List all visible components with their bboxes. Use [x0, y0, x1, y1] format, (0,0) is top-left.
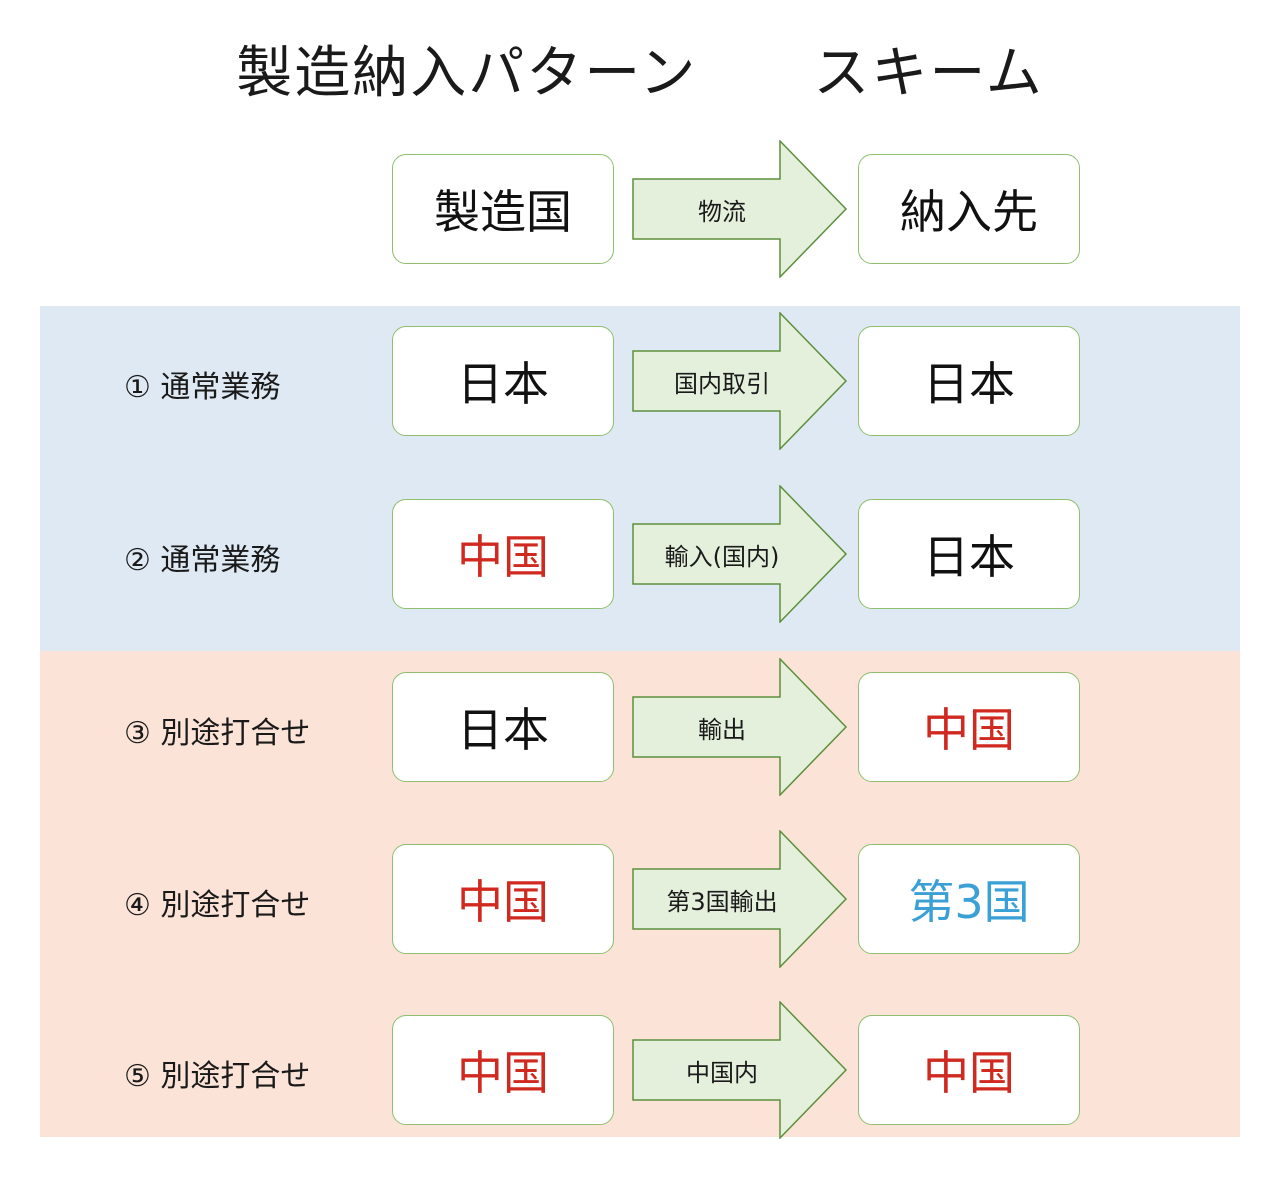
pattern-label: ③ 別途打合せ: [124, 716, 311, 751]
right-arrow-icon: [632, 485, 848, 623]
origin-box: 中国: [392, 844, 614, 954]
destination-box: 日本: [858, 499, 1080, 609]
pattern-row-5: ⑤ 別途打合せ 中国 中国内 中国: [0, 1001, 1280, 1141]
pattern-label: ② 通常業務: [124, 543, 281, 578]
flow-arrow: 輸出: [632, 658, 848, 796]
flow-arrow-label: 輸出: [698, 716, 746, 744]
diagram-title: 製造納入パターン スキーム: [236, 41, 1044, 106]
origin-box: 中国: [392, 499, 614, 609]
right-arrow-icon: [632, 658, 848, 796]
origin-box: 中国: [392, 1015, 614, 1125]
header-destination-box: 納入先: [858, 154, 1080, 264]
destination-box: 日本: [858, 326, 1080, 436]
destination-box: 第3国: [858, 844, 1080, 954]
flow-arrow: 国内取引: [632, 312, 848, 450]
origin-box: 日本: [392, 326, 614, 436]
flow-arrow: 第3国輸出: [632, 830, 848, 968]
pattern-row-3: ③ 別途打合せ 日本 輸出 中国: [0, 658, 1280, 798]
flow-arrow-label: 中国内: [686, 1059, 758, 1087]
flow-arrow-label: 第3国輸出: [666, 888, 778, 916]
header-arrow: 物流: [632, 140, 848, 278]
header-arrow-label: 物流: [698, 198, 746, 226]
pattern-label: ⑤ 別途打合せ: [124, 1059, 311, 1094]
right-arrow-icon: [632, 312, 848, 450]
origin-box: 日本: [392, 672, 614, 782]
flow-arrow: 中国内: [632, 1001, 848, 1139]
flow-arrow-label: 国内取引: [674, 370, 770, 398]
flow-arrow-label: 輸入(国内): [664, 543, 780, 571]
pattern-row-2: ② 通常業務 中国 輸入(国内) 日本: [0, 485, 1280, 625]
header-row: 製造国 物流 納入先: [0, 140, 1280, 280]
destination-box: 中国: [858, 1015, 1080, 1125]
right-arrow-icon: [632, 1001, 848, 1139]
right-arrow-icon: [632, 140, 848, 278]
header-origin-box: 製造国: [392, 154, 614, 264]
flow-arrow: 輸入(国内): [632, 485, 848, 623]
pattern-row-4: ④ 別途打合せ 中国 第3国輸出 第3国: [0, 830, 1280, 970]
pattern-row-1: ① 通常業務 日本 国内取引 日本: [0, 312, 1280, 452]
pattern-label: ④ 別途打合せ: [124, 888, 311, 923]
right-arrow-icon: [632, 830, 848, 968]
destination-box: 中国: [858, 672, 1080, 782]
pattern-label: ① 通常業務: [124, 370, 281, 405]
